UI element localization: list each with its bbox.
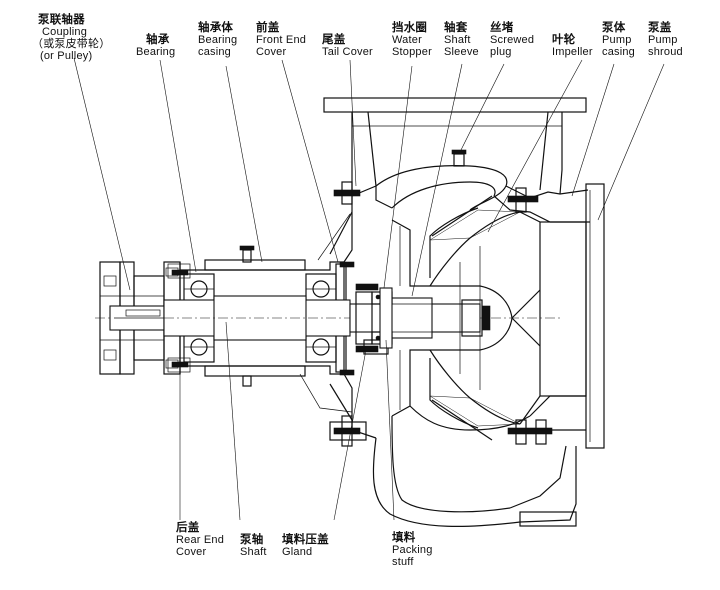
front-end-cover-en2: Cover (256, 46, 287, 58)
shaft-sleeve-en2: Sleeve (444, 46, 479, 58)
pump-shroud-en1: Pump (648, 34, 678, 46)
gland-zh: 填料压盖 (282, 534, 329, 546)
water-stopper-zh: 挡水圈 (392, 22, 428, 34)
stuffing-box-part (299, 181, 430, 447)
shaft-en: Shaft (240, 546, 267, 558)
label-pump-shroud: 泵盖 Pump shroud (648, 22, 683, 58)
bearing-zh: 轴承 (146, 34, 170, 46)
label-front-end-cover: 前盖 Front End Cover (256, 22, 306, 58)
tail-cover-zh: 尾盖 (322, 34, 346, 46)
coupling-part (99, 261, 171, 375)
shaft-part (163, 295, 491, 341)
pump-shroud-zh: 泵盖 (648, 22, 672, 34)
bearing-casing-en1: Bearing (198, 34, 238, 46)
rear-end-cover-en1: Rear End (176, 534, 225, 546)
coupling-pulley-en: (or Pulley) (40, 50, 93, 62)
label-tail-cover: 尾盖 Tail Cover (322, 34, 373, 58)
pump-casing-en1: Pump (602, 34, 632, 46)
label-impeller: 叶轮 Impeller (552, 34, 593, 58)
label-coupling: 泵联轴器 Coupling （或泵皮带轮） (or Pulley) (32, 14, 110, 62)
coupling-en: Coupling (42, 26, 88, 38)
front-end-cover-zh: 前盖 (256, 22, 280, 34)
label-bearing-casing: 轴承体 Bearing casing (198, 22, 237, 58)
shaft-zh: 泵轴 (240, 534, 264, 546)
label-bearing: 轴承 Bearing (136, 34, 175, 58)
label-water-stopper: 挡水圈 Water Stopper (392, 22, 432, 58)
packing-stuff-en1: Packing (392, 544, 433, 556)
tail-cover-en: Tail Cover (322, 46, 373, 58)
label-pump-casing: 泵体 Pump casing (602, 22, 635, 58)
bearing-en: Bearing (136, 46, 176, 58)
coupling-zh: 泵联轴器 (38, 14, 85, 26)
pump-casing-zh: 泵体 (602, 22, 626, 34)
label-screwed-plug: 丝堵 Screwed plug (490, 22, 534, 58)
label-packing-stuff: 填料 Packing stuff (392, 532, 433, 568)
packing-stuff-zh: 填料 (392, 532, 416, 544)
bearing-casing-zh: 轴承体 (198, 22, 234, 34)
screwed-plug-zh: 丝堵 (490, 22, 514, 34)
leader-lines (73, 57, 665, 521)
gland-en: Gland (282, 546, 313, 558)
packing-stuff-en2: stuff (392, 556, 414, 568)
label-gland: 填料压盖 Gland (282, 534, 329, 558)
shaft-sleeve-en1: Shaft (444, 34, 471, 46)
label-shaft-sleeve: 轴套 Shaft Sleeve (444, 22, 479, 58)
pump-casing-part (323, 97, 605, 528)
water-stopper-en2: Stopper (392, 46, 432, 58)
impeller-zh: 叶轮 (552, 34, 576, 46)
front-end-cover-en1: Front End (256, 34, 307, 46)
shaft-sleeve-zh: 轴套 (444, 22, 468, 34)
screwed-plug-en2: plug (490, 46, 512, 58)
pump-shroud-en2: shroud (648, 46, 683, 58)
label-shaft: 泵轴 Shaft (240, 534, 267, 558)
rear-end-cover-zh: 后盖 (176, 522, 200, 534)
label-rear-end-cover: 后盖 Rear End Cover (176, 522, 224, 558)
screwed-plug-en1: Screwed (490, 34, 535, 46)
water-stopper-en1: Water (392, 34, 422, 46)
impeller-en: Impeller (552, 46, 593, 58)
coupling-pulley-zh: （或泵皮带轮） (32, 38, 111, 50)
bearing-casing-en2: casing (198, 46, 231, 58)
pump-casing-en2: casing (602, 46, 635, 58)
impeller-part (429, 195, 541, 441)
rear-end-cover-en2: Cover (176, 546, 207, 558)
